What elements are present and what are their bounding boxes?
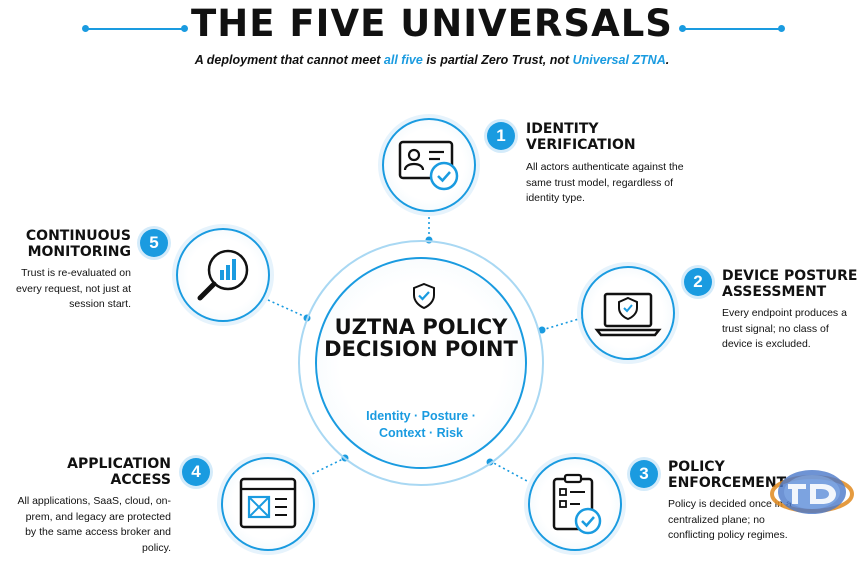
laptop-shield-icon [594, 292, 662, 337]
page-subtitle: A deployment that cannot meet all five i… [194, 53, 670, 67]
magnifier-chart-icon [197, 249, 249, 301]
badge-5: 5 [140, 229, 168, 257]
device-posture-node [581, 266, 675, 360]
app-window-icon [239, 477, 297, 529]
badge-2: 2 [684, 268, 712, 296]
clipboard-check-icon [552, 473, 602, 535]
application-access-description: All applications, SaaS, cloud, on-prem, … [17, 495, 171, 554]
continuous-monitoring-description: Trust is re-evaluated on every request, … [16, 267, 131, 310]
shield-check-icon [413, 283, 435, 309]
identity-description: All actors authenticate against the same… [526, 161, 684, 204]
center-subtitle: Identity · Posture ·Context · Risk [366, 409, 476, 440]
page-title: THE FIVE UNIVERSALS [191, 2, 673, 45]
policy-enforcement-description: Policy is decided once in a centralized … [668, 498, 792, 541]
continuous-monitoring-node [176, 228, 270, 322]
watermark-logo [770, 470, 854, 514]
center-title: UZTNA POLICY DECISION POINT [324, 315, 518, 361]
device-posture-description: Every endpoint produces a trust signal; … [722, 307, 847, 350]
badge-3: 3 [630, 460, 658, 488]
device-posture-title: DEVICE POSTURE ASSESSMENT [722, 268, 858, 300]
continuous-monitoring-title: CONTINUOUS MONITORING [25, 228, 131, 260]
policy-enforcement-node [528, 457, 622, 551]
center-hub [315, 257, 527, 469]
title-right-rule [679, 25, 785, 32]
identity-node [382, 118, 476, 212]
application-access-title: APPLICATION ACCESS [67, 456, 171, 488]
policy-enforcement-title: POLICY ENFORCEMENT [668, 459, 787, 491]
application-access-node [221, 457, 315, 551]
badge-1: 1 [487, 122, 515, 150]
title-left-rule [82, 25, 188, 32]
center-hub-outer-ring [298, 240, 544, 486]
badge-4: 4 [182, 458, 210, 486]
identity-title: IDENTITY VERIFICATION [526, 121, 636, 153]
id-card-check-icon [398, 140, 459, 191]
